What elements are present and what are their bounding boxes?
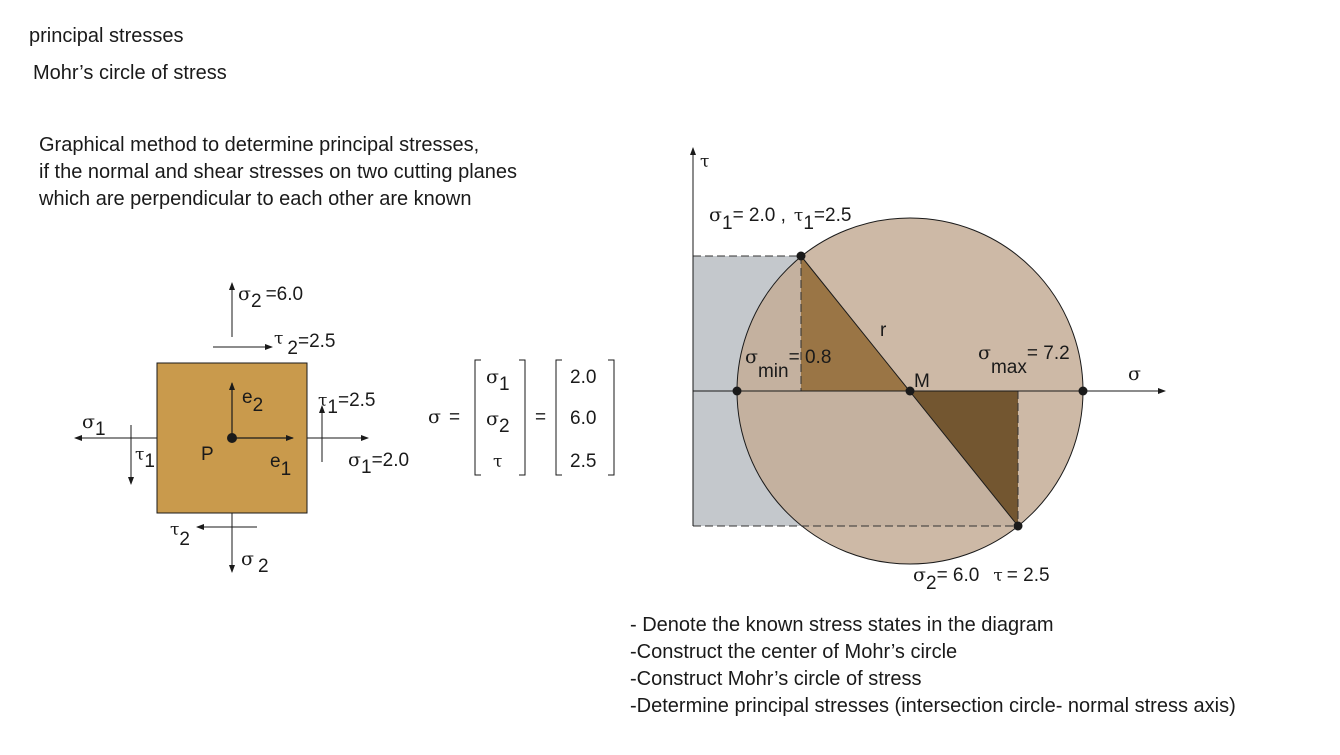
page-subtitle: Mohr’s circle of stress	[33, 62, 227, 84]
sigma1-right-label: σ1=2.0	[348, 449, 409, 478]
point-state-2	[1013, 521, 1023, 531]
step-item: -Construct the center of Mohr’s circle	[630, 641, 958, 663]
matrix-equals-1: =	[449, 407, 460, 428]
point-p-label: P	[201, 444, 214, 465]
point-sigma-min	[732, 386, 742, 396]
page-title: principal stresses	[29, 25, 184, 47]
matrix-equals-2: =	[535, 407, 546, 428]
center-label: M	[914, 371, 930, 392]
point-state-1	[796, 251, 806, 261]
matrix-bracket-right-1	[519, 359, 526, 476]
matrix-bracket-right-2	[608, 359, 615, 476]
stress-matrix: σ = σ1 σ2 τ = 2.0 6.0 2.5	[428, 359, 615, 476]
matrix-bracket-left-2	[555, 359, 562, 476]
sigma1-left-label: σ1	[82, 411, 106, 440]
sigma-min-label: σmin= 0.8	[745, 346, 831, 382]
description-line: Graphical method to determine principal …	[39, 134, 480, 156]
e2-label: e2	[242, 387, 263, 416]
e1-label: e1	[270, 451, 291, 480]
point-center-m	[905, 386, 915, 396]
matrix-value: 6.0	[570, 408, 596, 429]
point1-label: σ1= 2.0 ,τ1=2.5	[709, 204, 851, 234]
tau-axis-label: τ	[700, 152, 709, 172]
tau1-right-label: τ1=2.5	[318, 390, 376, 418]
description-line: which are perpendicular to each other ar…	[39, 188, 472, 210]
radius-label: r	[880, 320, 887, 341]
matrix-sigma-label: σ	[428, 406, 441, 428]
tau2-bottom-label: τ2	[170, 520, 190, 550]
sigma-max-label: σmax= 7.2	[978, 342, 1070, 378]
step-item: -Construct Mohr’s circle of stress	[630, 668, 922, 690]
sigma2-top-label: σ2=6.0	[238, 283, 303, 312]
matrix-symbol-tau: τ	[493, 452, 502, 472]
matrix-bracket-left-1	[474, 359, 481, 476]
point-p-dot	[227, 433, 237, 443]
matrix-value: 2.5	[570, 451, 596, 472]
tau1-left-label: τ1	[135, 445, 155, 472]
sigma-axis-label: σ	[1128, 363, 1141, 385]
description-line: if the normal and shear stresses on two …	[39, 161, 518, 183]
matrix-symbol-sigma2: σ2	[486, 408, 510, 437]
matrix-value: 2.0	[570, 367, 596, 388]
matrix-symbol-sigma1: σ1	[486, 366, 510, 395]
description-block: Graphical method to determine principal …	[39, 132, 517, 213]
step-item: - Denote the known stress states in the …	[630, 614, 1054, 636]
steps-list: - Denote the known stress states in the …	[630, 612, 1236, 720]
point-sigma-max	[1078, 386, 1088, 396]
step-item: -Determine principal stresses (intersect…	[630, 695, 1236, 717]
